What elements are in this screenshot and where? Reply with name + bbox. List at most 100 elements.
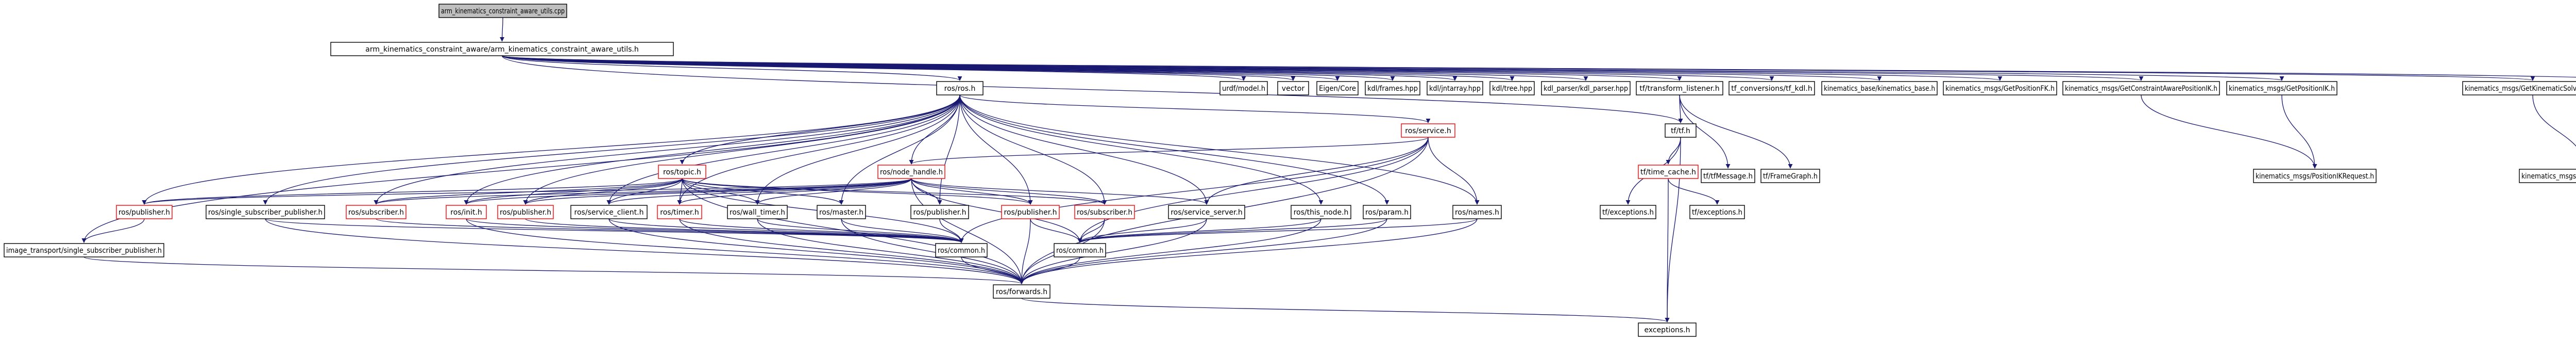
node-box[interactable] <box>2462 81 2576 95</box>
node-root[interactable]: arm_kinematics_constraint_aware_utils.cp… <box>438 4 567 18</box>
node-box[interactable] <box>1363 205 1411 219</box>
node-tf-conv-kdl[interactable]: tf_conversions/tf_kdl.h <box>1728 81 1815 95</box>
node-ros-master[interactable]: ros/master.h <box>817 205 866 219</box>
node-box[interactable] <box>1277 81 1309 95</box>
node-ros-common-a[interactable]: ros/common.h <box>935 243 988 257</box>
node-kdl-parser[interactable]: kdl_parser/kdl_parser.hpp <box>1541 81 1631 95</box>
node-ros-init[interactable]: ros/init.h <box>446 205 487 219</box>
node-eigen-core[interactable]: Eigen/Core <box>1316 81 1359 95</box>
node-ros-service-h[interactable]: ros/service.h <box>1401 123 1455 138</box>
node-box[interactable] <box>1401 123 1455 138</box>
node-ros-node-handle[interactable]: ros/node_handle.h <box>877 165 945 179</box>
node-kdl-tree[interactable]: kdl/tree.hpp <box>1489 81 1535 95</box>
node-km-getposik[interactable]: kinematics_msgs/GetPositionIK.h <box>2226 81 2337 95</box>
node-box[interactable] <box>1943 81 2057 95</box>
node-ros-subscriber-b[interactable]: ros/subscriber.h <box>1074 205 1135 219</box>
node-ros-service-client[interactable]: ros/service_client.h <box>570 205 648 219</box>
node-ros-timer[interactable]: ros/timer.h <box>657 205 702 219</box>
node-kin-base[interactable]: kinematics_base/kinematics_base.h <box>1821 81 1938 95</box>
node-box[interactable] <box>1636 81 1723 95</box>
node-box[interactable] <box>2062 81 2220 95</box>
node-box[interactable] <box>1638 165 1699 179</box>
node-ros-common-b[interactable]: ros/common.h <box>1054 243 1106 257</box>
node-box[interactable] <box>1365 81 1420 95</box>
node-ros-service-server[interactable]: ros/service_server.h <box>1168 205 1245 219</box>
node-box[interactable] <box>438 4 567 18</box>
node-box[interactable] <box>346 205 406 219</box>
node-box[interactable] <box>2253 169 2377 183</box>
node-ros-publisher-b[interactable]: ros/publisher.h <box>497 205 554 219</box>
node-tf-framegraph[interactable]: tf/FrameGraph.h <box>1760 169 1820 183</box>
node-box[interactable] <box>658 165 706 179</box>
node-box[interactable] <box>1600 205 1656 219</box>
node-ros-names[interactable]: ros/names.h <box>1452 205 1502 219</box>
node-box[interactable] <box>1701 169 1755 183</box>
node-ros-publisher-c[interactable]: ros/publisher.h <box>910 205 969 219</box>
node-box[interactable] <box>1489 81 1535 95</box>
node-ros-subscriber-a[interactable]: ros/subscriber.h <box>346 205 406 219</box>
node-ros-ros-h[interactable]: ros/ros.h <box>936 81 984 95</box>
node-box[interactable] <box>497 205 554 219</box>
node-box[interactable] <box>1541 81 1631 95</box>
node-box[interactable] <box>1168 205 1245 219</box>
node-box[interactable] <box>1427 81 1483 95</box>
node-box[interactable] <box>4 243 164 257</box>
node-tf-tfmessage[interactable]: tf/tfMessage.h <box>1701 169 1755 183</box>
node-tf-exceptions-b[interactable]: tf/exceptions.h <box>1689 205 1745 219</box>
node-ros-publisher-l[interactable]: ros/publisher.h <box>116 205 173 219</box>
node-km-getpik[interactable]: kinematics_msgs/GetPositionFK.h <box>1943 81 2057 95</box>
node-box[interactable] <box>206 205 325 219</box>
node-label: tf_conversions/tf_kdl.h <box>1731 85 1812 93</box>
node-vector[interactable]: vector <box>1277 81 1309 95</box>
node-kdl-jntarray[interactable]: kdl/jntarray.hpp <box>1427 81 1483 95</box>
node-box[interactable] <box>116 205 173 219</box>
node-box[interactable] <box>1054 243 1106 257</box>
node-km-kinsolvinfo[interactable]: kinematics_msgs/KinematicSolverInfo.h <box>2519 169 2576 183</box>
node-tf-tf-h[interactable]: tf/tf.h <box>1665 123 1697 138</box>
node-box[interactable] <box>935 243 988 257</box>
node-box[interactable] <box>936 81 984 95</box>
node-ros-publisher-d[interactable]: ros/publisher.h <box>1001 205 1060 219</box>
node-urdf-model[interactable]: urdf/model.h <box>1219 81 1268 95</box>
node-ros-wall-timer[interactable]: ros/wall_timer.h <box>727 205 788 219</box>
node-km-getcapik[interactable]: kinematics_msgs/GetConstraintAwarePositi… <box>2062 81 2220 95</box>
node-box[interactable] <box>1638 322 1697 337</box>
node-box[interactable] <box>1689 205 1745 219</box>
node-box[interactable] <box>1821 81 1938 95</box>
node-ros-single-sub-pub[interactable]: ros/single_subscriber_publisher.h <box>206 205 325 219</box>
node-utils-h[interactable]: arm_kinematics_constraint_aware/arm_kine… <box>330 42 674 56</box>
node-exceptions-h[interactable]: exceptions.h <box>1638 322 1697 337</box>
node-box[interactable] <box>910 205 969 219</box>
node-box[interactable] <box>1316 81 1359 95</box>
node-kdl-frames[interactable]: kdl/frames.hpp <box>1365 81 1420 95</box>
node-tf-listener[interactable]: tf/transform_listener.h <box>1636 81 1723 95</box>
node-ros-forwards[interactable]: ros/forwards.h <box>993 284 1050 299</box>
node-box[interactable] <box>657 205 702 219</box>
node-km-getkinsolv[interactable]: kinematics_msgs/GetKinematicSolverInfo.h <box>2462 81 2576 95</box>
node-box[interactable] <box>1760 169 1820 183</box>
node-box[interactable] <box>1074 205 1135 219</box>
node-ros-this-node[interactable]: ros/this_node.h <box>1291 205 1351 219</box>
node-box[interactable] <box>1001 205 1060 219</box>
node-box[interactable] <box>2519 169 2576 183</box>
node-label: kinematics_msgs/KinematicSolverInfo.h <box>2521 172 2576 181</box>
node-box[interactable] <box>1665 123 1697 138</box>
node-box[interactable] <box>1452 205 1502 219</box>
node-box[interactable] <box>330 42 674 56</box>
node-img-transport[interactable]: image_transport/single_subscriber_publis… <box>4 243 164 257</box>
node-box[interactable] <box>727 205 788 219</box>
node-box[interactable] <box>1291 205 1351 219</box>
node-km-posik-req[interactable]: kinematics_msgs/PositionIKRequest.h <box>2253 169 2377 183</box>
node-box[interactable] <box>1728 81 1815 95</box>
node-box[interactable] <box>570 205 648 219</box>
node-box[interactable] <box>877 165 945 179</box>
node-box[interactable] <box>993 284 1050 299</box>
node-box[interactable] <box>1219 81 1268 95</box>
node-box[interactable] <box>446 205 487 219</box>
node-ros-param[interactable]: ros/param.h <box>1363 205 1411 219</box>
node-box[interactable] <box>817 205 866 219</box>
node-ros-topic-h[interactable]: ros/topic.h <box>658 165 706 179</box>
node-tf-exceptions[interactable]: tf/exceptions.h <box>1600 205 1656 219</box>
node-box[interactable] <box>2226 81 2337 95</box>
node-tf-time-cache[interactable]: tf/time_cache.h <box>1638 165 1699 179</box>
